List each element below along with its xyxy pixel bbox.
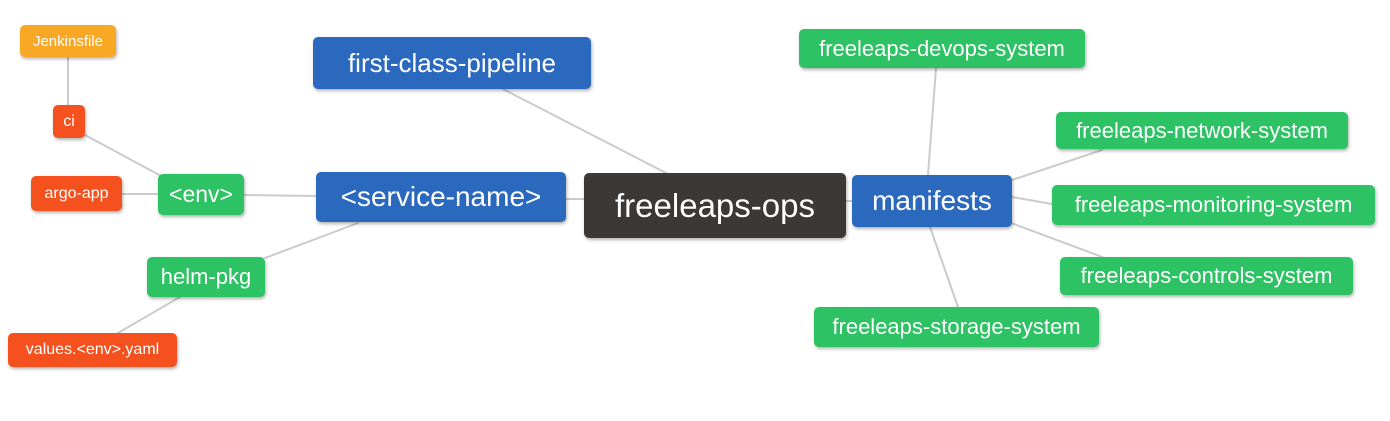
- edge-env-service-name: [243, 194, 317, 197]
- node-manifests[interactable]: manifests: [852, 175, 1012, 227]
- node-first-class-pipeline[interactable]: first-class-pipeline: [313, 37, 591, 89]
- node-jenkinsfile[interactable]: Jenkinsfile: [20, 25, 116, 57]
- node-values-env-yaml[interactable]: values.<env>.yaml: [8, 333, 177, 367]
- edge-pipeline-freeleaps-ops: [502, 88, 667, 174]
- node-freeleaps-ops[interactable]: freeleaps-ops: [584, 173, 846, 238]
- node-freeleaps-devops-system[interactable]: freeleaps-devops-system: [799, 29, 1085, 68]
- edge-helm-pkg-service-name: [264, 222, 359, 259]
- edge-manifests-devops: [927, 67, 937, 176]
- node-freeleaps-storage-system[interactable]: freeleaps-storage-system: [814, 307, 1099, 347]
- node-ci[interactable]: ci: [53, 105, 85, 138]
- edge-manifests-controls: [1010, 222, 1106, 259]
- node-env[interactable]: <env>: [158, 174, 244, 215]
- node-freeleaps-monitoring-system[interactable]: freeleaps-monitoring-system: [1052, 185, 1375, 225]
- edge-manifests-storage: [929, 226, 959, 308]
- node-freeleaps-network-system[interactable]: freeleaps-network-system: [1056, 112, 1348, 149]
- node-argo-app[interactable]: argo-app: [31, 176, 122, 211]
- node-service-name[interactable]: <service-name>: [316, 172, 566, 222]
- node-freeleaps-controls-system[interactable]: freeleaps-controls-system: [1060, 257, 1353, 295]
- edge-manifests-monitoring: [1011, 196, 1053, 205]
- edge-values-helm-pkg: [117, 296, 181, 334]
- node-helm-pkg[interactable]: helm-pkg: [147, 257, 265, 297]
- edge-manifests-network: [1011, 149, 1103, 181]
- edge-ci-env: [84, 134, 164, 178]
